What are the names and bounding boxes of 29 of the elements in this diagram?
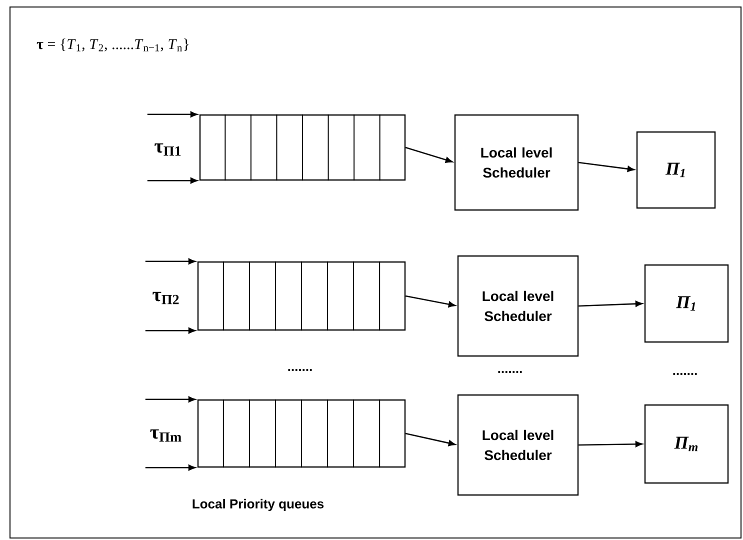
- arrow: [145, 396, 196, 402]
- arrow: [405, 432, 456, 446]
- arrow: [578, 300, 642, 307]
- arrow: [578, 441, 642, 448]
- arrow: [405, 146, 453, 163]
- processor-box: Π$_{1}$: [644, 264, 729, 343]
- caption-label: Local Priority queues: [192, 498, 324, 512]
- arrow: [405, 295, 456, 308]
- scheduler-box: Local level Scheduler: [454, 114, 579, 211]
- arrow: [145, 258, 196, 264]
- queue-label: τ$_{Πm}$: [150, 429, 182, 442]
- queue-drawing: [197, 398, 406, 468]
- arrow: [578, 162, 634, 172]
- queue-drawing: [197, 260, 406, 332]
- arrow: [147, 178, 198, 184]
- arrow: [145, 464, 196, 471]
- queue-label: τ$_{Π1}$: [154, 143, 181, 156]
- queue-drawing: [199, 114, 406, 182]
- arrow: [147, 111, 198, 118]
- processor-box: Π$_{1}$: [636, 131, 716, 209]
- ellipsis: .......: [288, 369, 312, 371]
- ellipsis: .......: [498, 371, 522, 373]
- processor-box: Π$_{m}$: [644, 404, 729, 484]
- title: τ = {T$_{1}$, T$_{2}$, ......T$_{n−1}$, T$_{n}$}: [36, 38, 189, 52]
- ellipsis: .......: [673, 373, 697, 375]
- queue-label: τ$_{Π2}$: [152, 292, 179, 304]
- scheduler-box: Local level Scheduler: [457, 394, 579, 496]
- scheduler-box: Local level Scheduler: [457, 255, 579, 357]
- arrow: [145, 328, 196, 334]
